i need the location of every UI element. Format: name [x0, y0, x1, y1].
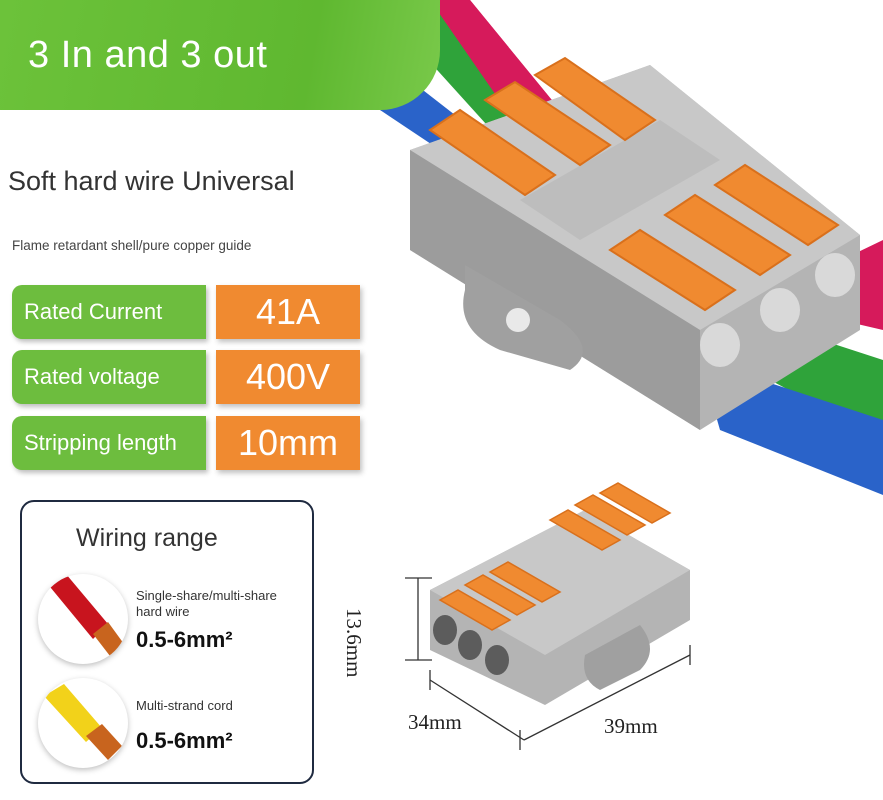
dimension-height: 13.6mm	[342, 608, 366, 678]
wire-range-hard: 0.5-6mm²	[136, 627, 233, 652]
dimension-width: 34mm	[408, 710, 462, 734]
banner-title: 3 In and 3 out	[28, 34, 268, 76]
dimension-length: 39mm	[604, 714, 658, 738]
wire-desc-cord: Multi-strand cord	[136, 698, 233, 713]
wiring-range-panel: Wiring range Single-share/multi-share ha…	[20, 500, 314, 784]
feature-note: Flame retardant shell/pure copper guide	[12, 238, 252, 253]
spec-label-stripping: Stripping length	[12, 416, 206, 470]
title-banner: 3 In and 3 out	[0, 0, 440, 110]
spec-label-voltage: Rated voltage	[12, 350, 206, 404]
orange-levers	[428, 56, 840, 312]
spec-value-current: 41A	[216, 285, 360, 339]
wiring-title: Wiring range	[76, 524, 218, 552]
spec-value-voltage: 400V	[216, 350, 360, 404]
subtitle: Soft hard wire Universal	[8, 166, 295, 196]
wire-range-cord: 0.5-6mm²	[136, 728, 233, 753]
spec-label-current: Rated Current	[12, 285, 206, 339]
wire-desc-hard: Single-share/multi-share hard wire	[136, 588, 277, 619]
yellow-wire-icon	[38, 678, 128, 768]
dimension-lines	[405, 577, 691, 750]
small-connector	[430, 482, 690, 705]
spec-value-stripping: 10mm	[216, 416, 360, 470]
red-wire-icon	[38, 574, 128, 664]
